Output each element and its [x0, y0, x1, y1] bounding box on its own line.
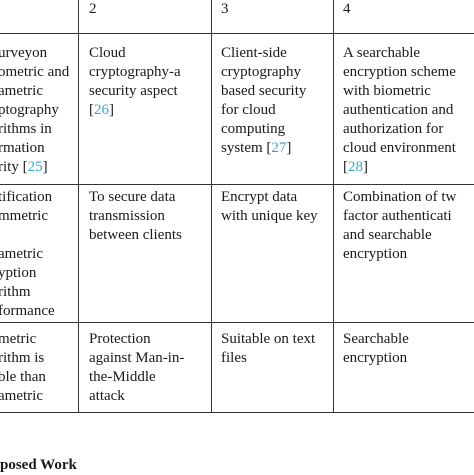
table-cell: metric rithm is ble than ametric	[0, 331, 46, 404]
table-cell: Client-side cryptography based security …	[221, 45, 307, 156]
citation-link[interactable]: 25	[27, 159, 43, 175]
table-cell: Combination of tw factor authenticati an…	[343, 189, 457, 262]
column-header: 2	[89, 1, 97, 17]
table-header-rule	[0, 33, 474, 34]
table-cell: tification mmetric ametric yption rithm …	[0, 189, 55, 319]
table-bottom-rule	[0, 412, 474, 413]
table-cell: Suitable on text files	[221, 331, 316, 366]
table-cell: Searchable encryption	[343, 331, 409, 366]
citation-link[interactable]: 27	[271, 140, 287, 156]
column-header: 4	[343, 1, 351, 17]
citation-link[interactable]: 26	[94, 102, 109, 118]
section-heading: posed Work	[0, 457, 77, 473]
row-divider	[0, 184, 474, 185]
table-cell: A searchable encryption scheme with biom…	[343, 45, 456, 175]
row-divider	[0, 322, 474, 323]
column-divider	[78, 0, 79, 413]
table-cell: Encrypt data with unique key	[221, 189, 318, 224]
table-cell: urveyon ometric and ametric ptography ri…	[0, 45, 70, 175]
table-cell: Cloud cryptography-a security aspect [26…	[89, 45, 181, 118]
table-cell: To secure data transmission between clie…	[89, 189, 182, 243]
column-header: 3	[221, 1, 229, 17]
column-divider	[211, 0, 212, 413]
citation-link[interactable]: 28	[348, 159, 363, 175]
table-cell: Protection against Man-in- the-Middle at…	[89, 331, 185, 404]
column-divider	[333, 0, 334, 413]
